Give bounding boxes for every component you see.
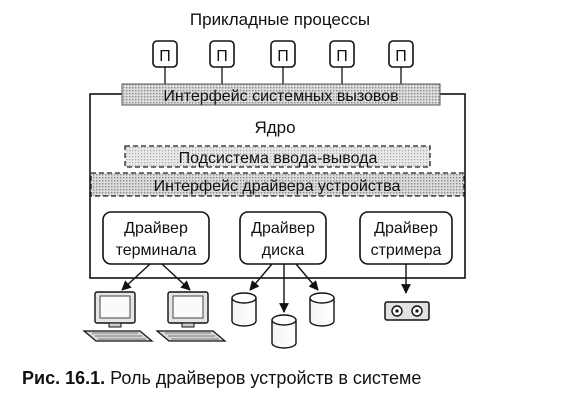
driver-line2: стримера [371,242,442,259]
disk-icon [231,292,257,327]
driver-box-terminal: Драйвер терминала [102,211,210,265]
driver-box-streamer: Драйвер стримера [359,211,453,265]
io-subsystem-label: Подсистема ввода-вывода [179,150,378,167]
caption-label: Рис. 16.1. [22,368,106,388]
process-boxes: П П П П П [152,40,414,84]
process-box: П [270,40,296,84]
process-box: П [388,40,414,84]
arrows-disk [249,263,319,313]
tape-cassette-icon [384,301,430,321]
disk-icon [309,292,335,327]
syscall-interface-label: Интерфейс системных вызовов [163,88,398,105]
arrows-terminal [121,263,191,291]
process-box: П [209,40,235,84]
process-label: П [336,48,348,65]
process-box: П [329,40,355,84]
process-label: П [159,48,171,65]
driver-interface-band [90,172,465,197]
driver-line1: Драйвер [251,220,315,237]
driver-line1: Драйвер [124,220,188,237]
process-label: П [277,48,289,65]
disk-icon [271,314,297,349]
kernel-label: Ядро [254,118,295,137]
figure-caption: Рис. 16.1. Роль драйверов устройств в си… [22,368,421,389]
process-label: П [216,48,228,65]
driver-interface-label: Интерфейс драйвера устройства [154,178,401,195]
caption-text: Роль драйверов устройств в системе [110,368,422,388]
terminal-icon [82,291,154,342]
terminal-icon [155,291,227,342]
syscall-interface-band [121,83,441,106]
process-box: П [152,40,178,84]
process-label: П [395,48,407,65]
driver-box-disk: Драйвер диска [239,211,327,265]
io-subsystem-box [124,145,431,168]
driver-line1: Драйвер [374,220,438,237]
driver-line2: диска [262,242,305,259]
title-app-processes: Прикладные процессы [190,10,370,29]
driver-line2: терминала [116,242,197,259]
